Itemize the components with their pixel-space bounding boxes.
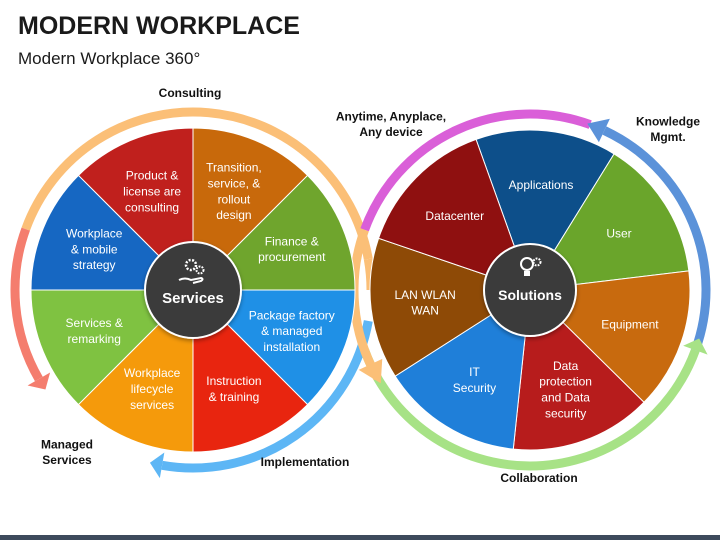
knowledge-mgmt-label-line: Mgmt. (650, 130, 685, 144)
services-segment-label: Transition,service, & rollout design (206, 161, 262, 223)
services-segment-label-line: Services & (66, 316, 123, 330)
services-segment-label-line: Finance & (265, 234, 319, 248)
services-segment-label: Services & remarking (66, 316, 123, 346)
solutions-segment (394, 289, 531, 450)
managed-services-ring-arrowhead (27, 372, 51, 390)
implementation-ring-arrowhead (149, 452, 165, 479)
solutions-segment-label-line: User (606, 226, 631, 240)
services-segment-label-line: Product & (126, 169, 179, 183)
managed-services-label-line: Services (42, 453, 92, 467)
services-segment-label-line: Package factory (249, 308, 335, 322)
services-segment (192, 288, 309, 453)
services-hub (144, 241, 242, 339)
implementation-ring (161, 320, 373, 473)
services-segment (191, 174, 356, 291)
solutions-segment (475, 129, 615, 292)
solutions-segment-label: IT Security (453, 365, 496, 395)
collaboration-ring-arrowhead (683, 338, 708, 355)
consulting-ring (21, 107, 373, 260)
implementation-label: Implementation (261, 455, 350, 469)
managed-services-ring (10, 227, 43, 382)
services-segment-label-line: service, & (208, 176, 261, 190)
solutions-segment-label-line: IT (469, 365, 480, 379)
solutions-hub-label: Solutions (498, 287, 562, 303)
page-subtitle: Modern Workplace 360° (18, 49, 201, 68)
solutions-segment-label-line: security (545, 406, 586, 420)
services-segment-label-line: & training (209, 390, 260, 404)
solutions-segment-label: LAN WLAN WAN (394, 288, 455, 318)
implementation-label-line: Implementation (261, 455, 350, 469)
services-segment-label-line: license are (123, 184, 181, 198)
services-segment-label: Package factory & managed installation (249, 308, 335, 354)
services-segment-label-line: consulting (125, 200, 179, 214)
consulting-label: Consulting (159, 86, 222, 100)
solutions-segment-label-line: protection (539, 375, 592, 389)
services-segment-label-line: lifecycle (131, 382, 174, 396)
services-segment-label-line: design (216, 208, 251, 222)
solutions-segment-label: Applications (509, 178, 574, 192)
anytime-ring (360, 109, 592, 232)
services-segment-label: Workplace & mobile strategy (66, 226, 123, 272)
solutions-segment (529, 153, 690, 291)
knowledge-ring (602, 126, 711, 352)
services-segment-label-line: remarking (68, 332, 121, 346)
solutions-segment-label-line: LAN WLAN (394, 288, 455, 302)
managed-services-label-line: Managed (41, 437, 93, 451)
solutions-segment-label-line: Datacenter (425, 209, 484, 223)
solutions-hub (483, 243, 577, 337)
services-segment-label-line: & managed (261, 324, 322, 338)
knowledge-ring-arrowhead (587, 118, 610, 143)
services-segment-label-line: services (130, 398, 174, 412)
collaboration-label-line: Collaboration (500, 471, 577, 485)
services-segment (191, 289, 356, 406)
services-segment (192, 127, 309, 292)
solutions-segment (377, 138, 531, 291)
solutions-segment-label-line: Data (553, 359, 579, 373)
solutions-left-ring-arrowhead (358, 358, 383, 384)
bottom-bar (0, 535, 720, 540)
services-segment-label-line: installation (263, 340, 320, 354)
services-segment-label-line: & mobile (71, 242, 118, 256)
solutions-segment-label: Equipment (601, 317, 659, 331)
services-segment-label: Workplace lifecycle services (124, 366, 181, 412)
consulting-label-line: Consulting (159, 86, 222, 100)
solutions-segment-label: User (606, 226, 631, 240)
services-segment (77, 288, 194, 453)
solutions-segment-label-line: Applications (509, 178, 574, 192)
collaboration-label: Collaboration (500, 471, 577, 485)
solutions-segment (369, 237, 532, 377)
services-segment (77, 127, 194, 292)
services-segment (30, 174, 195, 291)
solutions-segment-label: Datacenter (425, 209, 484, 223)
solutions-segment-label-line: WAN (411, 304, 439, 318)
hand-gears-icon (178, 258, 205, 284)
anytime-anyplace-label-line: Anytime, Anyplace, (336, 109, 446, 123)
services-segment-label: Finance & procurement (258, 234, 326, 264)
anytime-anyplace-label-line: Any device (359, 125, 423, 139)
lightbulb-gear-icon (520, 257, 542, 276)
services-segment-label-line: Workplace (124, 366, 181, 380)
services-segment-label: Instruction & training (206, 374, 261, 404)
knowledge-mgmt-label-line: Knowledge (636, 114, 700, 128)
services-segment-label-line: Instruction (206, 374, 261, 388)
solutions-segment-label-line: and Data (541, 391, 590, 405)
services-segment-label-line: procurement (258, 250, 326, 264)
page-title: MODERN WORKPLACE (18, 12, 300, 40)
services-segment-label-line: rollout (218, 192, 251, 206)
services-segment-label: Product &license are consulting (123, 169, 181, 215)
services-segment-label-line: Workplace (66, 226, 123, 240)
services-segment-label-line: strategy (73, 258, 116, 272)
collaboration-ring (360, 348, 700, 471)
solutions-segment-label-line: Security (453, 381, 496, 395)
services-segment (30, 289, 195, 406)
services-segment-label-line: Transition, (206, 161, 262, 175)
solutions-segment-label-line: Equipment (601, 317, 659, 331)
services-hub-label: Services (162, 290, 224, 307)
anytime-anyplace-label: Anytime, Anyplace, Any device (336, 109, 446, 139)
